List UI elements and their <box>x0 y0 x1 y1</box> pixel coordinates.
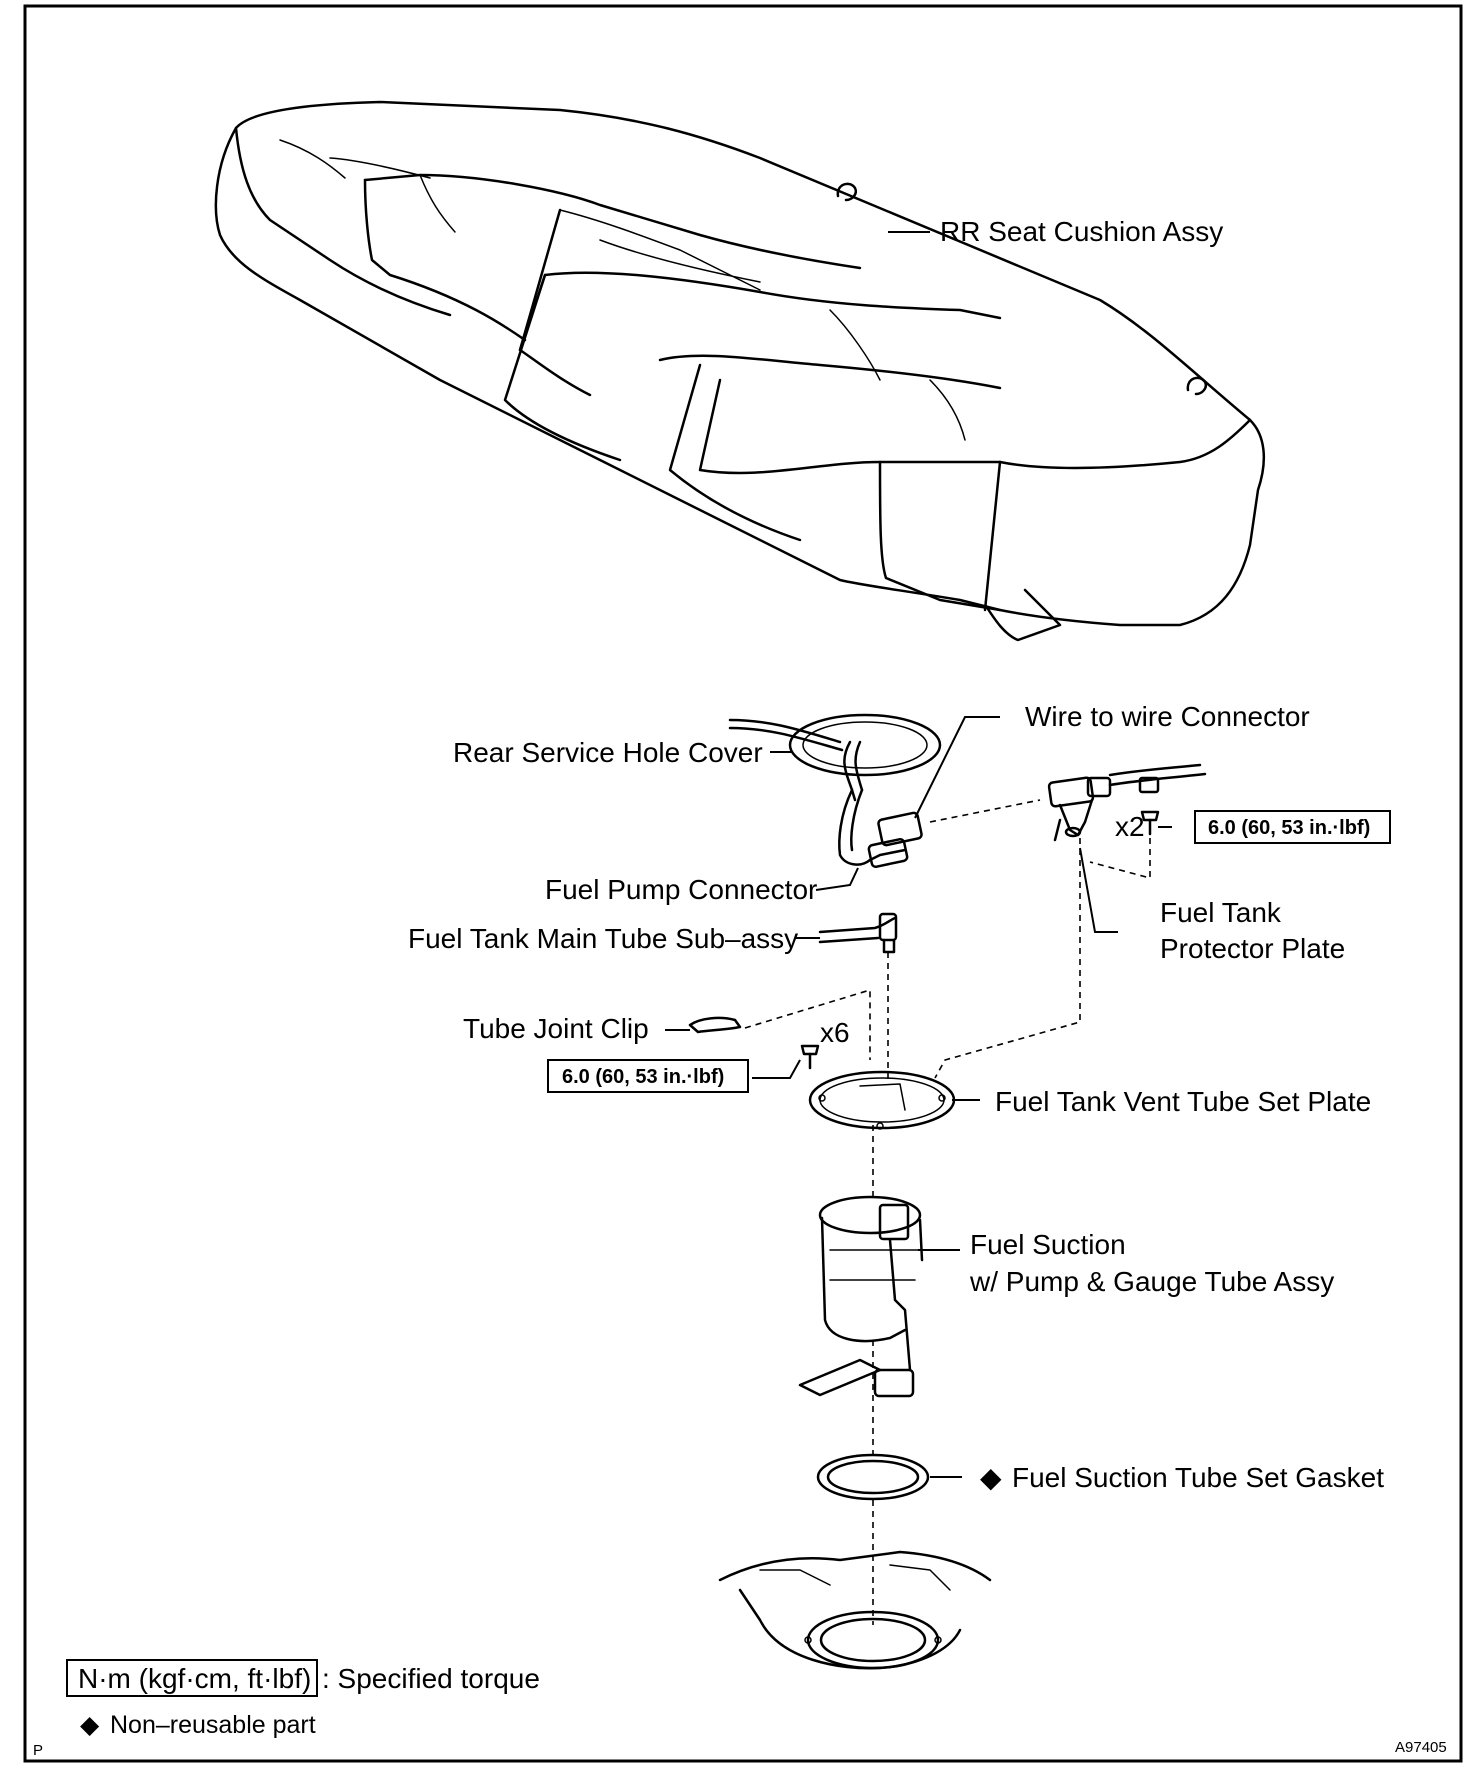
label-vent-tube-set-plate: Fuel Tank Vent Tube Set Plate <box>995 1086 1371 1117</box>
legend-non-reusable-desc: Non–reusable part <box>110 1711 316 1739</box>
torque-protector-plate: 6.0 (60, 53 in.·lbf) <box>1208 817 1370 839</box>
figure-code: A97405 <box>1395 1739 1447 1756</box>
diamond-icon: ◆ <box>80 1711 100 1739</box>
legend-torque-unit: N·m (kgf·cm, ft·lbf) <box>78 1663 311 1694</box>
bolt-icon <box>1140 810 1160 836</box>
label-wire-to-wire-connector: Wire to wire Connector <box>1025 701 1310 732</box>
corner-mark-p: P <box>33 1742 43 1759</box>
assembly-dashed-lines <box>744 799 1151 1625</box>
fuel-tank-top-drawing <box>718 1550 992 1670</box>
diamond-icon: ◆ <box>980 1462 1002 1493</box>
label-rear-service-hole-cover: Rear Service Hole Cover <box>453 737 763 768</box>
fuel-tank-main-tube-drawing <box>818 912 898 954</box>
leader-lines <box>665 231 1172 1478</box>
legend-torque-box <box>66 1659 318 1697</box>
fuel-suction-gasket-drawing <box>816 1453 930 1501</box>
rr-seat-cushion-drawing <box>214 100 1265 642</box>
rear-service-hole-cover-drawing <box>728 713 942 802</box>
label-fuel-pump-connector: Fuel Pump Connector <box>545 874 817 905</box>
label-fuel-tank-main-tube: Fuel Tank Main Tube Sub–assy <box>408 923 798 954</box>
label-fuel-tank-protector-plate-2: Protector Plate <box>1160 933 1345 964</box>
label-rr-seat-cushion: RR Seat Cushion Assy <box>940 216 1223 247</box>
wire-connector-assembly-drawing <box>1047 763 1207 842</box>
qty-vent-plate-bolts: x6 <box>820 1017 850 1048</box>
fuel-suction-pump-drawing <box>798 1195 924 1398</box>
label-fuel-suction-1: Fuel Suction <box>970 1229 1126 1260</box>
frame-border <box>23 4 1463 1763</box>
qty-protector-plate-bolts: x2 <box>1115 811 1145 842</box>
fuel-pump-connector-drawing <box>838 788 923 869</box>
torque-box-vent <box>547 1059 749 1093</box>
torque-box-protector <box>1194 810 1391 844</box>
vent-tube-set-plate-drawing <box>808 1070 956 1130</box>
tube-joint-clip-drawing <box>688 1016 742 1034</box>
label-tube-joint-clip: Tube Joint Clip <box>463 1013 649 1044</box>
torque-vent-plate: 6.0 (60, 53 in.·lbf) <box>562 1066 724 1088</box>
label-fuel-tank-protector-plate-1: Fuel Tank <box>1160 897 1282 928</box>
label-fuel-suction-gasket: Fuel Suction Tube Set Gasket <box>1012 1462 1384 1493</box>
label-fuel-suction-2: w/ Pump & Gauge Tube Assy <box>969 1266 1334 1297</box>
bolt-icon <box>800 1044 820 1070</box>
legend-torque-desc: : Specified torque <box>322 1663 540 1694</box>
